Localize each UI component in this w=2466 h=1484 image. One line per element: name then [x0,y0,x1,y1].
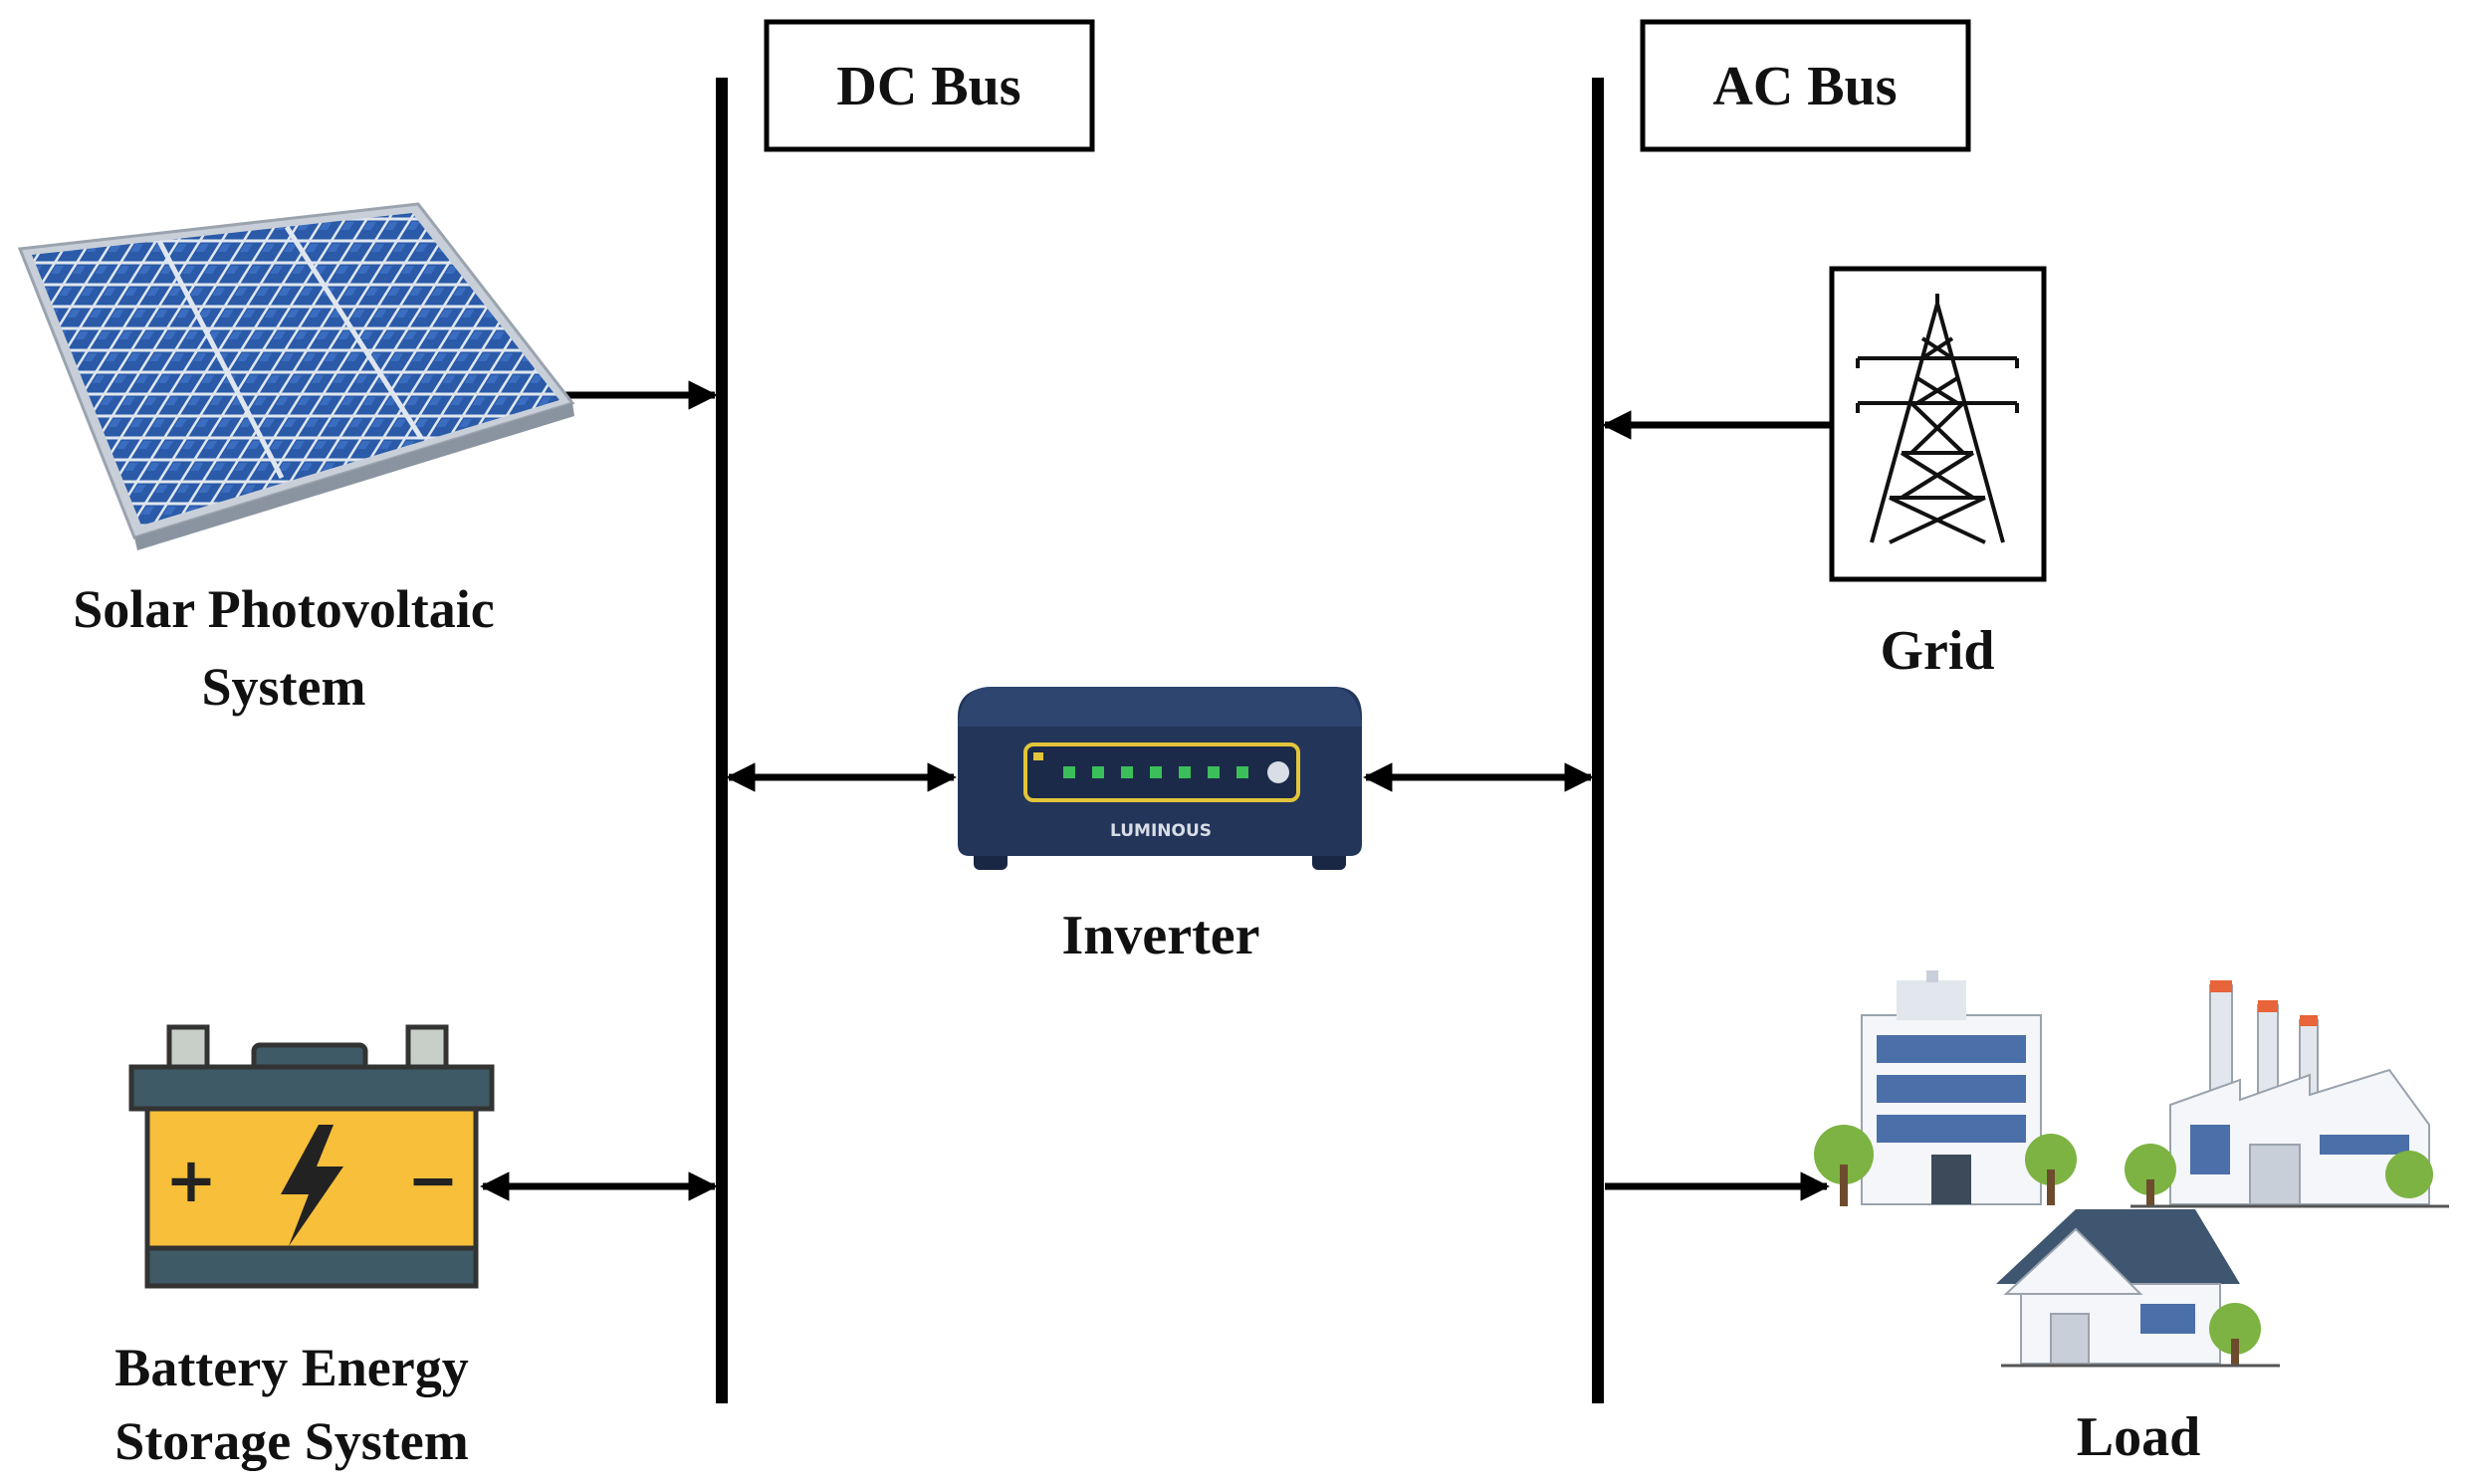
ac-bus-title-box: AC Bus [1640,19,1971,152]
solar-panel-icon [17,202,575,550]
dc-bus-title: DC Bus [836,56,1020,117]
battery-label-line2: Storage System [114,1411,468,1471]
transmission-tower-icon [1856,294,2019,544]
inverter-brand: LUMINOUS [1110,821,1212,841]
buildings-icon [1814,970,2449,1368]
battery-minus: − [407,1144,459,1216]
battery-plus: + [165,1144,217,1216]
dc-bus-title-box: DC Bus [764,19,1095,152]
grid-box [1829,266,2047,582]
ac-bus-title: AC Bus [1712,56,1897,117]
inverter-icon: LUMINOUS [958,687,1362,870]
solar-label-line1: Solar Photovoltaic [73,579,494,639]
office-building-icon [1814,970,2077,1206]
battery-label-line1: Battery Energy [114,1338,468,1397]
solar-label-line2: System [202,657,366,717]
factory-icon [2125,980,2449,1208]
battery-icon: + − [128,1024,495,1289]
inverter-label: Inverter [1061,905,1259,966]
load-label: Load [2077,1406,2201,1468]
grid-label: Grid [1880,620,1994,682]
house-icon [1996,1209,2280,1368]
lightning-icon [281,1125,343,1246]
